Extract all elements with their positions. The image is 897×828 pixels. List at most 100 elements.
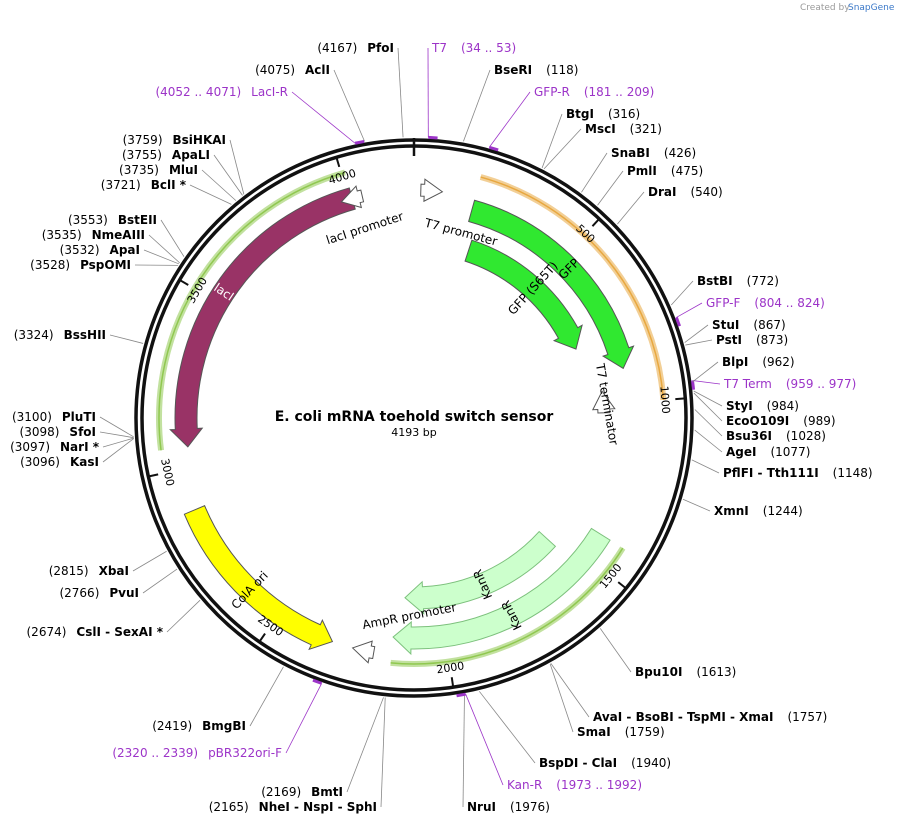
site-leader-bmgbi bbox=[249, 666, 284, 727]
credit-text: Created by bbox=[800, 3, 850, 13]
site-leader-mlui bbox=[201, 169, 237, 201]
site-name-bseri: BseRI bbox=[494, 63, 532, 77]
site-pos-nmeaiii: (3535) bbox=[42, 228, 82, 242]
site-leader-bcli bbox=[189, 184, 232, 205]
site-pos-bspdi-clai: (1940) bbox=[631, 756, 671, 770]
site-pos-snabi: (426) bbox=[664, 146, 696, 160]
site-name-xbai: XbaI bbox=[99, 564, 129, 578]
site-name-gfp-r: GFP-R bbox=[534, 85, 570, 99]
site-pos-ecoo109i: (989) bbox=[803, 414, 835, 428]
site-label-csli-sexai: (2674)CslI - SexAI * bbox=[27, 625, 164, 639]
site-name-kasi: KasI bbox=[70, 455, 99, 469]
site-name-laci-r: LacI-R bbox=[251, 85, 288, 99]
site-leader-sfoi bbox=[99, 431, 134, 439]
site-pos-kan-r: (1973 .. 1992) bbox=[556, 778, 642, 792]
site-name-pluti: PluTI bbox=[62, 410, 96, 424]
site-name-t7: T7 bbox=[431, 41, 447, 55]
site-label-xmni: XmnI(1244) bbox=[714, 504, 803, 518]
site-name-ecoo109i: EcoO109I bbox=[726, 414, 789, 428]
site-name-bcli: BclI * bbox=[151, 178, 187, 192]
site-label-bsihkai: (3759)BsiHKAI bbox=[123, 133, 226, 147]
site-label-pluti: (3100) PluTI bbox=[12, 410, 96, 424]
site-leader-nhei-nspi-sphi bbox=[380, 697, 386, 808]
site-leader-snabi bbox=[581, 152, 608, 193]
site-leader-styi bbox=[693, 390, 723, 407]
promoter-t7-promoter bbox=[420, 178, 444, 203]
site-name-styi: StyI bbox=[726, 399, 753, 413]
site-leader-gfp-f bbox=[676, 302, 703, 318]
site-label-smai: SmaI (1759) bbox=[577, 725, 665, 739]
site-label-nhei-nspi-sphi: (2165)NheI - NspI - SphI bbox=[209, 800, 377, 814]
site-label-snabi: SnaBI(426) bbox=[611, 146, 696, 160]
site-pos-pluti: (3100) bbox=[12, 410, 52, 424]
site-leader-drai bbox=[617, 191, 645, 225]
site-name-nrui: NruI bbox=[467, 800, 496, 814]
site-label-bsteii: (3553)BstEII bbox=[68, 213, 157, 227]
site-leader-btgi bbox=[541, 113, 563, 169]
site-pos-drai: (540) bbox=[690, 185, 722, 199]
site-label-ecoo109i: EcoO109I (989) bbox=[726, 414, 836, 428]
site-leader-agei bbox=[694, 429, 723, 453]
site-label-pspomi: (3528)PspOMI bbox=[30, 258, 131, 272]
site-leader-bseri bbox=[463, 69, 491, 142]
site-leader-csli-sexai bbox=[166, 599, 201, 633]
site-name-bstbi: BstBI bbox=[697, 274, 733, 288]
site-leader-xmni bbox=[682, 498, 711, 512]
kanr-arc-line bbox=[390, 547, 624, 665]
plasmid-name: E. coli mRNA toehold switch sensor bbox=[275, 409, 554, 425]
primer-mark-kan-r bbox=[456, 692, 466, 698]
site-leader-bspdi-clai bbox=[478, 691, 536, 764]
site-label-agei: AgeI(1077) bbox=[726, 445, 810, 459]
site-leader-bstbi bbox=[670, 280, 694, 306]
feature-kanr-inner bbox=[404, 530, 557, 615]
site-pos-pbr322ori-f: (2320 .. 2339) bbox=[112, 746, 198, 760]
site-label-nmeaiii: (3535)NmeAIII bbox=[42, 228, 145, 242]
tick-label-3000: 3000 bbox=[158, 457, 177, 487]
site-label-pmli: PmlI(475) bbox=[627, 164, 703, 178]
site-name-avai-bsobi-tspmi-xmai: AvaI - BsoBI - TspMI - XmaI bbox=[593, 710, 773, 724]
site-name-csli-sexai: CslI - SexAI * bbox=[76, 625, 163, 639]
tick-mark-3500 bbox=[179, 279, 189, 286]
site-pos-psti: (873) bbox=[756, 333, 788, 347]
site-name-pflfi-tth111i: PflFI - Tth111I bbox=[723, 466, 819, 480]
site-leader-xbai bbox=[132, 550, 167, 572]
site-leader-blpi bbox=[692, 361, 719, 383]
site-label-stui: StuI(867) bbox=[712, 318, 786, 332]
tick-mark-500 bbox=[591, 218, 600, 227]
site-pos-bsshii: (3324) bbox=[14, 328, 54, 342]
site-leader-ecoo109i bbox=[693, 392, 723, 422]
tick-mark-4000 bbox=[335, 157, 341, 168]
site-name-bsu36i: Bsu36I bbox=[726, 429, 772, 443]
site-label-kan-r: Kan-R(1973 .. 1992) bbox=[507, 778, 642, 792]
site-pos-gfp-f: (804 .. 824) bbox=[754, 296, 824, 310]
site-label-bmgbi: (2419)BmgBI bbox=[152, 719, 246, 733]
tick-mark-2000 bbox=[450, 677, 455, 688]
site-name-msci: MscI bbox=[585, 122, 616, 136]
site-pos-bseri: (118) bbox=[546, 63, 578, 77]
site-label-bspdi-clai: BspDI - ClaI(1940) bbox=[539, 756, 671, 770]
primer-mark-t7-term bbox=[691, 380, 696, 390]
site-name-stui: StuI bbox=[712, 318, 739, 332]
site-name-nhei-nspi-sphi: NheI - NspI - SphI bbox=[259, 800, 377, 814]
site-leader-kan-r bbox=[465, 694, 504, 786]
site-pos-smai: (1759) bbox=[625, 725, 665, 739]
site-label-sfoi: (3098)SfoI bbox=[20, 425, 96, 439]
site-leader-apai bbox=[143, 249, 180, 265]
site-leader-bsu36i bbox=[694, 409, 723, 437]
site-name-bpu10i: Bpu10I bbox=[635, 665, 682, 679]
site-label-t7-term: T7 Term(959 .. 977) bbox=[723, 377, 856, 391]
site-label-pbr322ori-f: (2320 .. 2339)pBR322ori-F bbox=[112, 746, 282, 760]
site-leader-bmti bbox=[346, 697, 384, 793]
site-leader-pfoi bbox=[397, 47, 404, 138]
site-pos-t7: (34 .. 53) bbox=[461, 41, 516, 55]
site-label-bmti: (2169)BmtI bbox=[261, 785, 343, 799]
feature-laci bbox=[169, 187, 356, 448]
site-label-t7: T7 (34 .. 53) bbox=[431, 41, 516, 55]
site-leader-t7-term bbox=[692, 380, 721, 385]
site-label-gfp-r: GFP-R(181 .. 209) bbox=[534, 85, 654, 99]
site-name-smai: SmaI bbox=[577, 725, 611, 739]
tick-mark-1500 bbox=[617, 581, 627, 590]
site-name-agei: AgeI bbox=[726, 445, 756, 459]
site-label-acli: (4075)AclI bbox=[255, 63, 330, 77]
site-pos-sfoi: (3098) bbox=[20, 425, 60, 439]
